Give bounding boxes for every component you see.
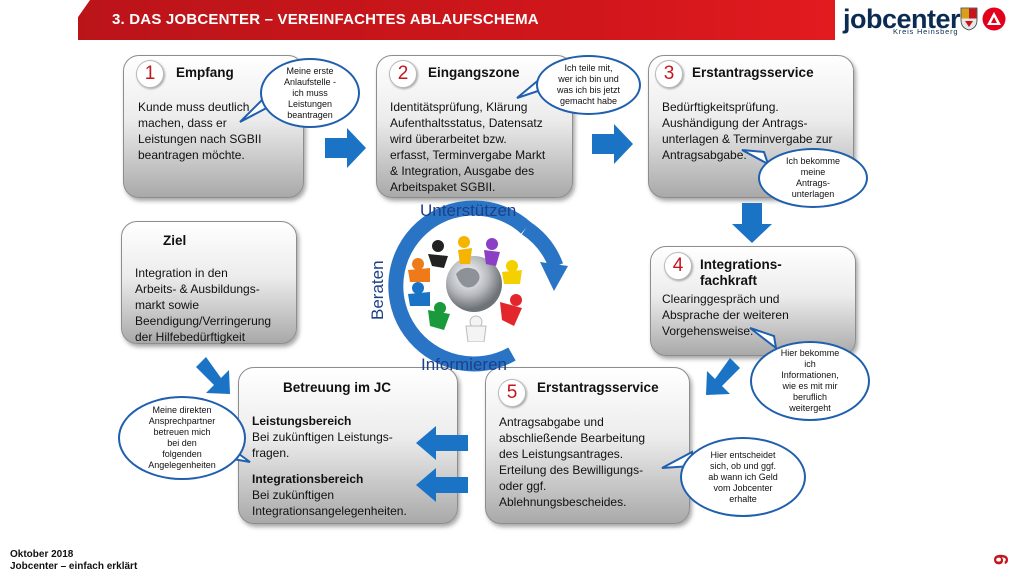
arrow-diag-betreuung-ziel xyxy=(196,357,230,394)
arrow-right-1-2 xyxy=(325,128,366,168)
arrow-right-2-3 xyxy=(592,124,633,164)
arrow-down-3-4 xyxy=(732,203,772,243)
footer-subtitle: Jobcenter – einfach erklärt xyxy=(10,561,138,572)
step-number-1: 1 xyxy=(136,60,164,88)
page-title: 3. DAS JOBCENTER – VEREINFACHTES ABLAUFS… xyxy=(112,11,539,28)
box-erstantragsservice-1-text: Bedürftigkeitsprüfung.Aushändigung der A… xyxy=(662,100,833,162)
agency-logo-icon xyxy=(982,7,1006,31)
arrow-diag-4-5 xyxy=(706,358,740,395)
coat-of-arms-icon xyxy=(960,7,978,31)
arrow-left-5-betreuung-2 xyxy=(416,468,468,502)
box-erstantragsservice-2-title: Erstantragsservice xyxy=(537,380,659,395)
step-number-5: 5 xyxy=(498,379,526,407)
header-bar xyxy=(0,0,835,40)
bubble-4-tail xyxy=(749,327,778,350)
box-ziel-title: Ziel xyxy=(163,233,187,248)
box-erstantragsservice-1-title: Erstantragsservice xyxy=(692,65,814,80)
globe-people-icon xyxy=(408,236,522,342)
box-empfang-title: Empfang xyxy=(176,65,234,80)
logo-subtitle: Kreis Heinsberg xyxy=(893,27,959,36)
header-corner-cut xyxy=(62,0,90,40)
cycle-label-left: Beraten xyxy=(368,260,387,320)
box-betreuung-title: Betreuung im JC xyxy=(283,380,392,395)
footer-date: Oktober 2018 xyxy=(10,549,74,560)
step-number-3: 3 xyxy=(655,60,683,88)
step-number-2: 2 xyxy=(389,60,417,88)
cycle-diagram xyxy=(388,200,568,372)
step-number-4: 4 xyxy=(664,252,692,280)
page-number: 6 xyxy=(989,553,1012,566)
arrow-left-5-betreuung-1 xyxy=(416,426,468,460)
jobcenter-logo: jobcenter xyxy=(843,4,961,34)
box-ziel xyxy=(121,221,297,344)
box-integrationsfachkraft-title: Integrations-fachkraft xyxy=(700,257,782,288)
bubble-3-tail xyxy=(741,149,770,166)
cycle-label-top: Unterstützen xyxy=(420,201,517,220)
box-betreuung-text: Leistungsbereich Bei zukünftigen Leistun… xyxy=(252,414,407,518)
box-eingangszone-title: Eingangszone xyxy=(428,65,520,80)
cycle-label-bottom: Informieren xyxy=(421,355,507,374)
